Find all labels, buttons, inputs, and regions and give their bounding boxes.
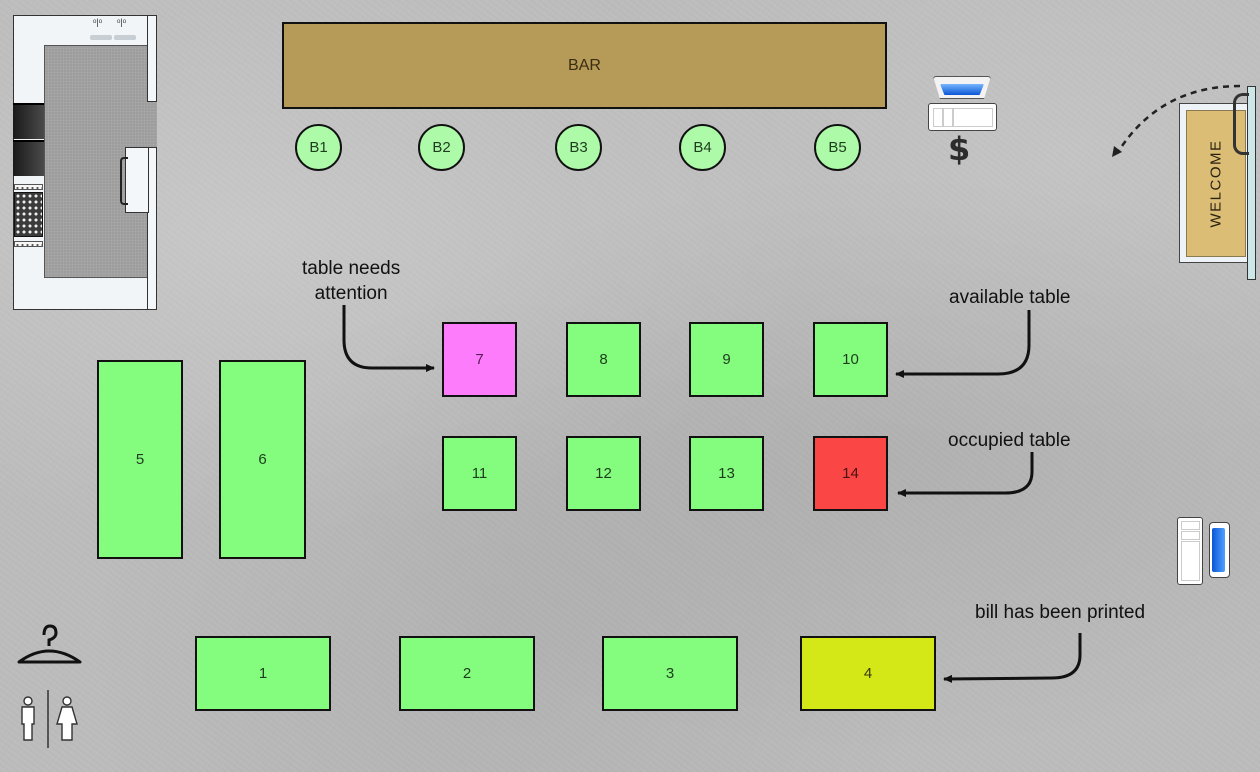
kitchen-counter: [125, 147, 149, 213]
cash-register-icon[interactable]: [928, 103, 997, 131]
table-3[interactable]: 3: [602, 636, 738, 711]
atm-slot: [1181, 521, 1200, 530]
table-label: 5: [135, 451, 145, 468]
arrow-attention-icon: [342, 305, 435, 372]
table-label: 9: [722, 351, 731, 368]
table-14[interactable]: 14: [813, 436, 888, 511]
coat-hanger-icon: [17, 624, 82, 664]
table-4[interactable]: 4: [800, 636, 936, 711]
table-1[interactable]: 1: [195, 636, 331, 711]
sink-icon: [114, 35, 136, 40]
atm-panel: [1181, 541, 1200, 581]
table-label: 12: [595, 465, 612, 482]
annotation-attention: table needs attention: [302, 256, 400, 306]
kitchen-wall-panel: [147, 147, 157, 310]
arrow-available-icon: [895, 310, 1031, 378]
annotation-available: available table: [949, 287, 1071, 308]
door-swing-arrowhead-icon: [1112, 146, 1122, 157]
table-2[interactable]: 2: [399, 636, 535, 711]
kitchen-wall-panel: [147, 15, 157, 102]
bar-stool-b4[interactable]: B4: [679, 124, 726, 171]
annotation-text: attention: [314, 283, 388, 304]
table-label: 14: [842, 465, 859, 482]
stool-label: B1: [309, 139, 328, 156]
bar-stool-b3[interactable]: B3: [555, 124, 602, 171]
table-label: 1: [258, 665, 268, 682]
atm-slot: [1181, 531, 1200, 540]
table-8[interactable]: 8: [566, 322, 641, 397]
faucet-icon: ᵒ|ᵒ: [93, 17, 103, 27]
fridge-icon: [13, 103, 44, 139]
cash-register-display: [940, 84, 984, 95]
table-11[interactable]: 11: [442, 436, 517, 511]
bar-stool-b2[interactable]: B2: [418, 124, 465, 171]
table-6[interactable]: 6: [219, 360, 306, 559]
table-label: 2: [462, 665, 472, 682]
stove-control-icon: [14, 184, 43, 190]
bar-stool-b5[interactable]: B5: [814, 124, 861, 171]
bar-label: BAR: [568, 56, 601, 74]
annotation-bill-printed: bill has been printed: [975, 602, 1146, 623]
stove-control-icon: [14, 241, 43, 247]
arrow-bill-printed-icon: [943, 633, 1082, 683]
table-label: 6: [258, 451, 267, 468]
table-label: 3: [665, 665, 675, 682]
dollar-icon: $: [948, 130, 971, 168]
faucet-icon: ᵒ|ᵒ: [117, 17, 127, 27]
restroom-men-icon: [21, 696, 35, 741]
arrow-occupied-icon: [897, 452, 1034, 497]
welcome-label: WELCOME: [1207, 139, 1225, 228]
atm-display: [1212, 528, 1225, 572]
table-10[interactable]: 10: [813, 322, 888, 397]
stool-label: B2: [432, 139, 451, 156]
sink-icon: [90, 35, 112, 40]
stool-label: B4: [693, 139, 712, 156]
table-13[interactable]: 13: [689, 436, 764, 511]
kitchen-door-handle-icon: [120, 157, 128, 205]
table-7[interactable]: 7: [442, 322, 517, 397]
entrance-door-icon[interactable]: [1247, 86, 1256, 280]
door-handle-icon: [1233, 93, 1249, 155]
stool-label: B3: [569, 139, 588, 156]
restroom-women-icon: [56, 696, 78, 741]
bar-stool-b1[interactable]: B1: [295, 124, 342, 171]
fridge-icon: [13, 140, 44, 176]
stool-label: B5: [828, 139, 847, 156]
table-label: 13: [718, 465, 735, 482]
table-12[interactable]: 12: [566, 436, 641, 511]
table-9[interactable]: 9: [689, 322, 764, 397]
register-drawer: [953, 108, 993, 127]
stove-icon: [14, 192, 43, 237]
annotation-text: table needs: [302, 258, 401, 279]
atm-icon[interactable]: [1177, 517, 1203, 585]
bar-counter[interactable]: BAR: [282, 22, 887, 109]
table-label: 8: [599, 351, 608, 368]
register-key: [933, 108, 943, 127]
register-key: [943, 108, 953, 127]
table-5[interactable]: 5: [97, 360, 183, 559]
table-label: 7: [475, 351, 484, 368]
annotation-occupied: occupied table: [948, 430, 1071, 451]
table-label: 11: [471, 465, 488, 482]
table-label: 4: [863, 665, 873, 682]
table-label: 10: [842, 351, 859, 368]
